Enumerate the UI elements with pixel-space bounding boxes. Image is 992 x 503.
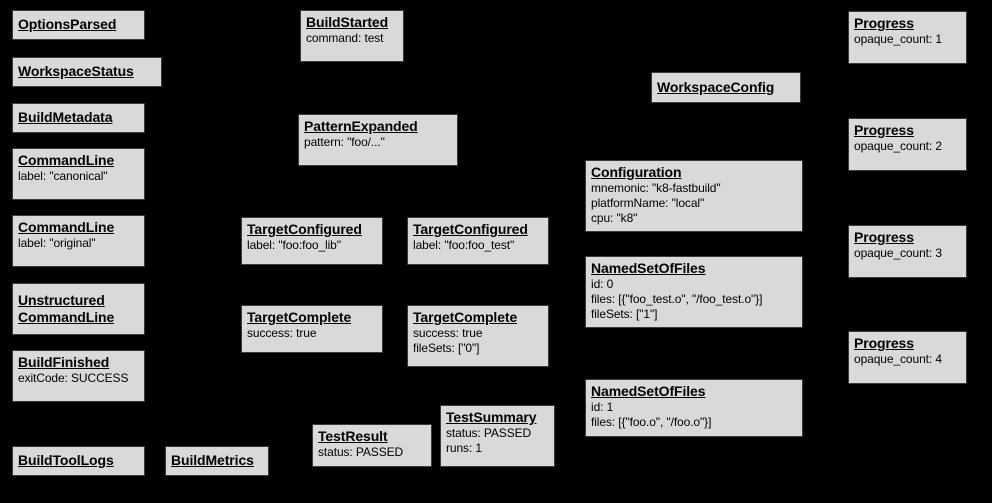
node-fields: success: true fileSets: ["0"] [413,326,483,355]
node-title: NamedSetOfFiles [591,383,706,399]
node-title: Unstructured CommandLine [18,291,115,325]
node-title: CommandLine [18,152,115,168]
node-fields: status: PASSED [318,445,404,459]
node-workspace-status[interactable]: WorkspaceStatus [12,57,162,87]
node-title: WorkspaceStatus [18,63,134,79]
node-fields: exitCode: SUCCESS [18,371,129,385]
node-build-metrics[interactable]: BuildMetrics [165,446,269,476]
node-unstructured-command-line[interactable]: Unstructured CommandLine [12,283,145,335]
node-title: NamedSetOfFiles [591,260,706,276]
node-title: WorkspaceConfig [657,78,775,95]
node-title: Progress [854,122,914,138]
node-title: BuildMetrics [171,452,254,468]
node-title: TestSummary [446,409,537,425]
node-title: TargetConfigured [247,221,362,237]
node-fields: command: test [306,31,384,45]
node-workspace-config[interactable]: WorkspaceConfig [651,72,801,103]
node-fields: opaque_count: 3 [854,246,942,260]
node-fields: id: 0 files: [{"foo_test.o", "/foo_test.… [591,277,763,321]
node-fields: success: true [247,326,317,340]
node-fields: id: 1 files: [{"foo.o", "/foo.o"}] [591,400,712,429]
node-title: Configuration [591,164,682,180]
node-title: OptionsParsed [18,16,117,32]
node-fields: label: "foo:foo_test" [413,238,515,252]
node-fields: mnemonic: "k8-fastbuild" platformName: "… [591,181,721,225]
node-title: TargetComplete [247,309,352,325]
node-options-parsed[interactable]: OptionsParsed [12,10,145,40]
node-title: BuildFinished [18,354,110,370]
node-title: BuildStarted [306,14,389,30]
node-title: BuildMetadata [18,109,113,125]
node-fields: opaque_count: 4 [854,352,942,366]
node-fields: label: "canonical" [18,169,108,183]
node-fields: label: "original" [18,236,96,250]
node-build-tool-logs[interactable]: BuildToolLogs [12,446,145,476]
node-fields: label: "foo:foo_lib" [247,238,341,252]
node-title: TestResult [318,428,388,444]
node-title: Progress [854,335,914,351]
node-fields: opaque_count: 1 [854,32,942,46]
node-title: Progress [854,15,914,31]
node-fields: opaque_count: 2 [854,139,942,153]
node-title: PatternExpanded [304,118,418,134]
node-fields: pattern: "foo/..." [304,135,385,149]
node-build-metadata[interactable]: BuildMetadata [12,103,145,133]
node-fields: status: PASSED runs: 1 [446,426,532,455]
node-title: Progress [854,229,914,245]
node-title: TargetComplete [413,309,518,325]
node-title: CommandLine [18,219,115,235]
node-title: TargetConfigured [413,221,528,237]
node-title: BuildToolLogs [18,452,114,468]
